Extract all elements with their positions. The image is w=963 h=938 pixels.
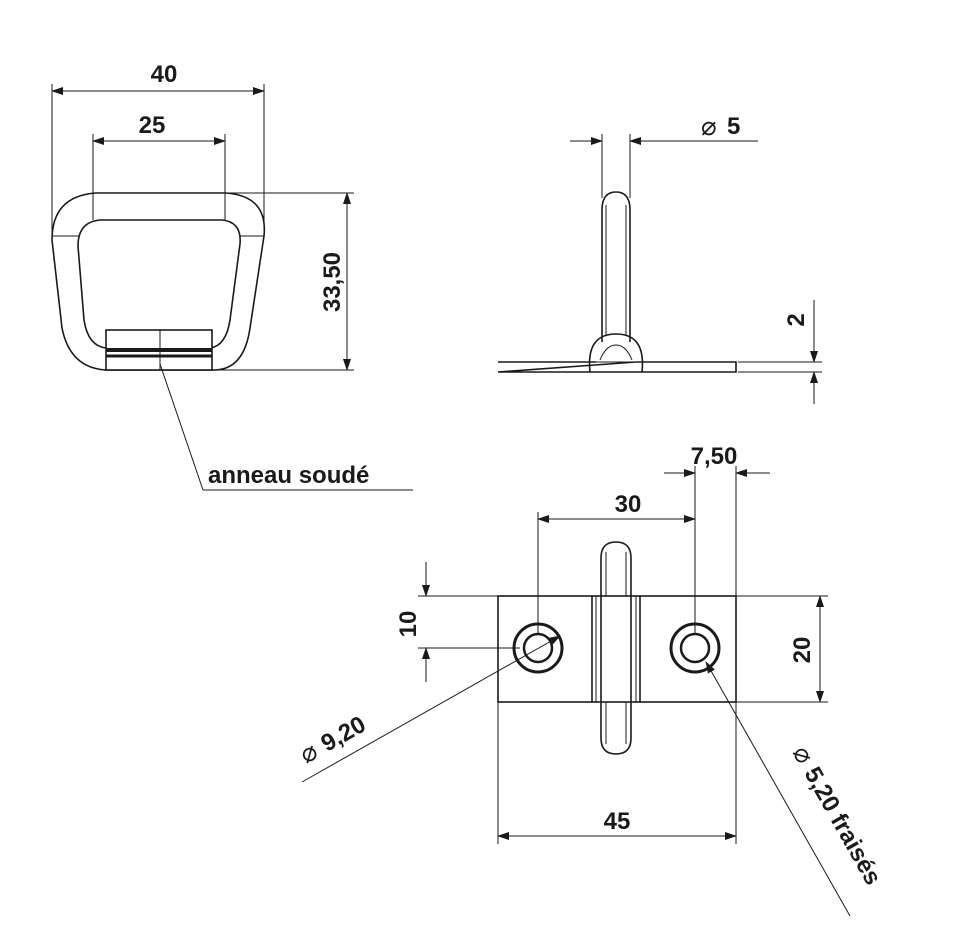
dim-hole-offset: 7,50 [691,443,738,470]
note-welded-ring: anneau soudé [208,462,369,489]
dia-symbol-counterbore: ⌀ [295,736,323,770]
dim-hole-spacing: 30 [615,491,642,518]
dim-plate-thickness: 2 [783,313,810,326]
dim-height: 33,50 [319,252,346,312]
dim-counterbore-diameter: 9,20 [317,711,371,758]
dim-hole-vertical: 10 [395,611,422,638]
top-view: 7,50 30 10 20 45 ⌀ 9,20 ⌀ 5,20 fraisés [295,443,887,917]
dim-rod-diameter: 5 [727,113,740,140]
dim-hole-diameter-note: 5,20 fraisés [799,763,887,890]
dim-plate-height: 20 [789,637,816,664]
dia-symbol-hole: ⌀ [786,741,820,769]
dim-plate-width: 45 [604,808,631,835]
welded-sleeve [105,329,213,371]
front-view-ring: 40 25 33,50 anneau soudé [51,61,413,491]
dia-symbol-rod: ⌀ [701,112,717,142]
dim-width-inner: 25 [139,112,166,139]
dim-width-outer: 40 [151,61,178,88]
side-view: ⌀ 5 2 [497,112,822,404]
